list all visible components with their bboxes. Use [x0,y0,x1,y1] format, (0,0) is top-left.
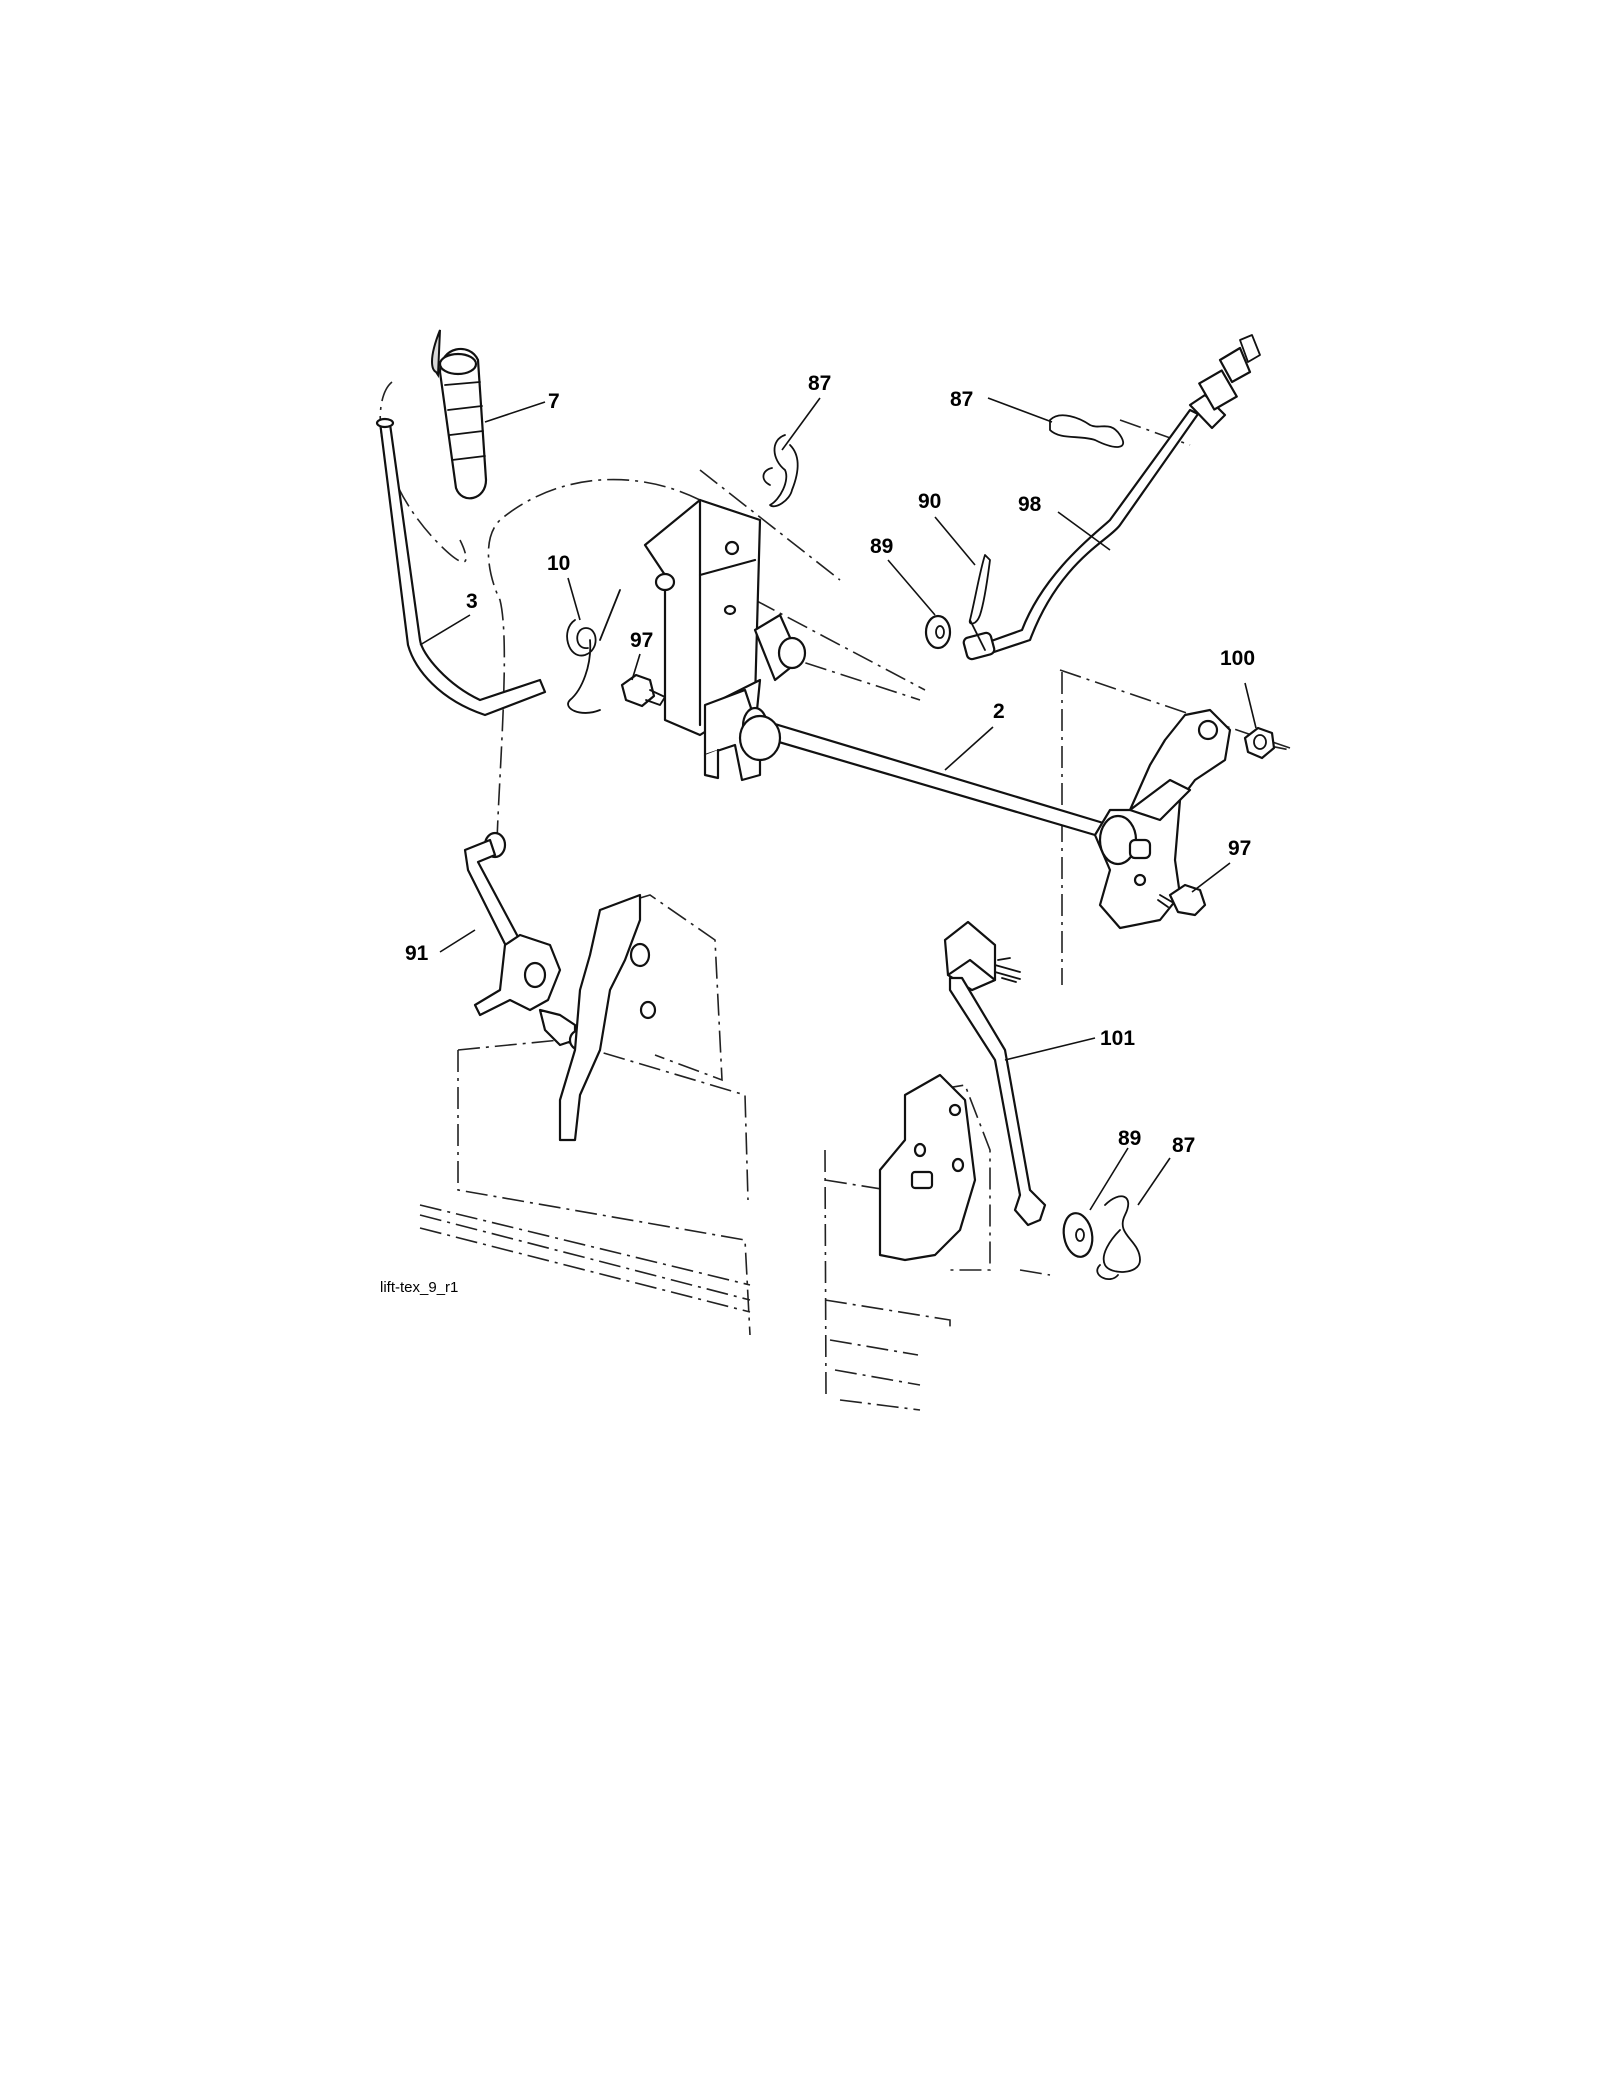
lift-lever-part [375,417,547,717]
callout-87-right: 87 [950,388,973,411]
lock-nut-part [1243,726,1276,760]
callout-98: 98 [1018,493,1042,516]
callout-labels: 7 87 87 90 98 89 10 3 97 100 2 97 91 101… [405,372,1255,1157]
callout-87-bottom: 87 [1172,1134,1195,1157]
callout-101: 101 [1100,1027,1135,1050]
callout-10: 10 [547,552,570,575]
flange-bolt-right-part [1157,883,1207,917]
upper-bracket-part [643,498,807,782]
washer-bottom-part [1062,1212,1094,1258]
cotter-pin-part [968,554,991,651]
lift-shaft-part [738,706,1114,842]
callout-91: 91 [405,942,429,965]
hairpin-clip-top-part [762,434,799,508]
callout-97-left: 97 [630,629,653,652]
pivot-bracket-part [1093,708,1232,930]
lift-link-left-part [463,831,592,1052]
callout-100: 100 [1220,647,1255,670]
callout-7: 7 [548,390,560,413]
callout-97-right: 97 [1228,837,1251,860]
callout-89-top: 89 [870,535,893,558]
flange-bolt-left-part [620,673,666,708]
hairpin-clip-bottom-part [1096,1195,1141,1280]
torsion-spring-part [566,589,621,714]
hairpin-clip-right-part [1049,414,1125,448]
adjust-rod-part [962,334,1261,661]
right-side-plate-part [878,1073,991,1271]
handle-grip-part [431,329,488,500]
callout-89-bottom: 89 [1118,1127,1141,1150]
callout-3: 3 [466,590,478,613]
leader-lines [419,397,1257,1211]
left-side-plate-part [558,893,723,1142]
figure-identifier: lift-tex_9_r1 [380,1279,458,1296]
callout-2: 2 [993,700,1005,723]
washer-top-part [924,614,952,650]
callout-90: 90 [918,490,941,513]
lift-link-right-part [943,920,1047,1227]
callout-87-top: 87 [808,372,831,395]
